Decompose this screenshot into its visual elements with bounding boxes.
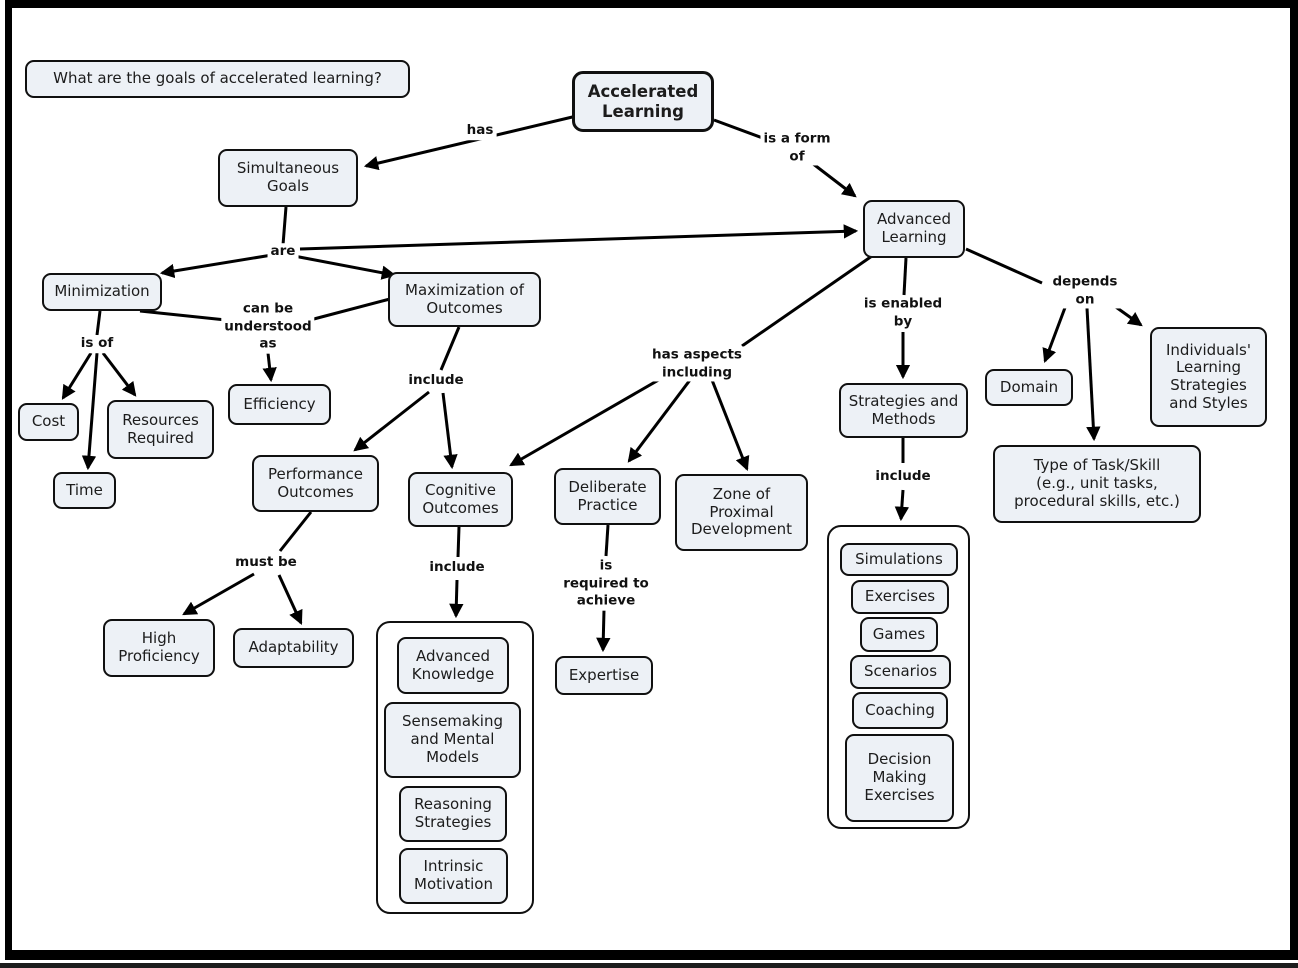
edge-advl-aspects-stem: [741, 254, 873, 348]
link-has-aspects-including[interactable]: has aspects including: [649, 346, 745, 382]
edge-depends-typeoftask-arrow: [1085, 307, 1101, 442]
node-decision-making-exercises[interactable]: Decision Making Exercises: [845, 734, 954, 822]
edge-perf-mustbe-stem: [278, 511, 313, 552]
node-accelerated-learning[interactable]: Accelerated Learning: [572, 71, 714, 132]
edge-are-advancedlearning-arrow: [299, 224, 859, 251]
link-is-a-form-of[interactable]: is a form of: [760, 130, 834, 166]
edge-advl-depends-stem: [965, 247, 1043, 285]
edge-max-understood-stem: [309, 297, 391, 322]
edge-isof-resources-arrow: [101, 352, 137, 397]
node-scenarios[interactable]: Scenarios: [850, 655, 951, 689]
window-bottom-edge: [0, 963, 1298, 968]
node-exercises[interactable]: Exercises: [851, 580, 949, 614]
node-domain[interactable]: Domain: [985, 369, 1073, 406]
node-strategies-and-methods[interactable]: Strategies and Methods: [839, 383, 968, 438]
node-cost[interactable]: Cost: [18, 403, 79, 441]
link-is-of[interactable]: is of: [77, 335, 117, 353]
edge-dp-required-stem: [604, 524, 610, 557]
node-efficiency[interactable]: Efficiency: [228, 384, 331, 425]
node-simultaneous-goals[interactable]: Simultaneous Goals: [218, 149, 358, 207]
node-advanced-knowledge[interactable]: Advanced Knowledge: [397, 637, 509, 694]
edge-understood-efficiency-arrow: [262, 352, 277, 383]
node-reasoning-strategies[interactable]: Reasoning Strategies: [399, 786, 507, 842]
node-coaching[interactable]: Coaching: [852, 692, 948, 729]
link-depends-on[interactable]: depends on: [1049, 273, 1121, 309]
edge-min-understood-stem: [139, 309, 227, 322]
edge-aspects-zone-arrow: [710, 379, 750, 472]
node-performance-outcomes[interactable]: Performance Outcomes: [252, 455, 379, 512]
node-resources-required[interactable]: Resources Required: [107, 400, 214, 459]
edge-max-include-stem: [439, 326, 461, 371]
node-advanced-learning[interactable]: Advanced Learning: [863, 200, 965, 258]
node-focus-question[interactable]: What are the goals of accelerated learni…: [25, 60, 410, 98]
node-minimization[interactable]: Minimization: [42, 273, 162, 311]
node-individuals-learning-strategies-styles[interactable]: Individuals' Learning Strategies and Sty…: [1150, 327, 1267, 427]
link-is-enabled-by[interactable]: is enabled by: [860, 295, 946, 331]
edge-include-coggroup-arrow: [449, 579, 464, 619]
edge-aspects-cognitive-arrow: [509, 376, 663, 467]
edge-has-arrow: [363, 112, 586, 171]
link-can-be-understood-as[interactable]: can be understood as: [221, 300, 315, 354]
edge-mustbe-proficiency-arrow: [182, 572, 255, 616]
edge-include-stratgroup-arrow: [894, 489, 910, 522]
edge-advl-enabled-stem: [902, 257, 908, 296]
node-adaptability[interactable]: Adaptability: [233, 628, 354, 668]
edge-isof-cost-arrow: [61, 352, 93, 400]
edge-mustbe-adaptability-arrow: [277, 574, 303, 625]
node-games[interactable]: Games: [860, 617, 938, 652]
edge-required-expertise-arrow: [596, 609, 611, 653]
edge-aspects-deliberate-arrow: [627, 379, 692, 463]
node-intrinsic-motivation[interactable]: Intrinsic Motivation: [399, 848, 508, 904]
node-deliberate-practice[interactable]: Deliberate Practice: [554, 468, 661, 525]
node-maximization-of-outcomes[interactable]: Maximization of Outcomes: [388, 272, 541, 327]
edge-are-maximization-arrow: [293, 254, 397, 280]
link-has[interactable]: has: [463, 122, 497, 140]
node-time[interactable]: Time: [53, 472, 116, 509]
link-must-be[interactable]: must be: [232, 554, 300, 572]
node-type-of-task-skill[interactable]: Type of Task/Skill (e.g., unit tasks, pr…: [993, 445, 1201, 523]
node-expertise[interactable]: Expertise: [555, 656, 653, 695]
node-cognitive-outcomes[interactable]: Cognitive Outcomes: [408, 472, 513, 527]
edge-include-performance-arrow: [353, 390, 430, 452]
link-are[interactable]: are: [267, 243, 299, 261]
edge-cog-include-stem: [456, 526, 461, 558]
edge-min-isof-stem: [95, 310, 102, 336]
edge-isof-time-arrow: [81, 352, 99, 471]
node-simulations[interactable]: Simulations: [840, 543, 958, 576]
edge-goals-are-stem: [281, 206, 288, 246]
link-include-cognitive[interactable]: include: [426, 559, 488, 577]
edge-depends-domain-arrow: [1042, 304, 1068, 364]
link-include-outcomes[interactable]: include: [405, 372, 467, 390]
link-is-required-to-achieve[interactable]: is required to achieve: [560, 557, 652, 611]
node-sensemaking-mental-models[interactable]: Sensemaking and Mental Models: [384, 702, 521, 778]
link-include-strategies[interactable]: include: [872, 468, 934, 486]
node-high-proficiency[interactable]: High Proficiency: [103, 619, 215, 677]
edge-are-minimization-arrow: [159, 253, 273, 279]
node-zone-of-proximal-development[interactable]: Zone of Proximal Development: [675, 474, 808, 551]
edge-include-cognitive-arrow: [441, 392, 458, 470]
